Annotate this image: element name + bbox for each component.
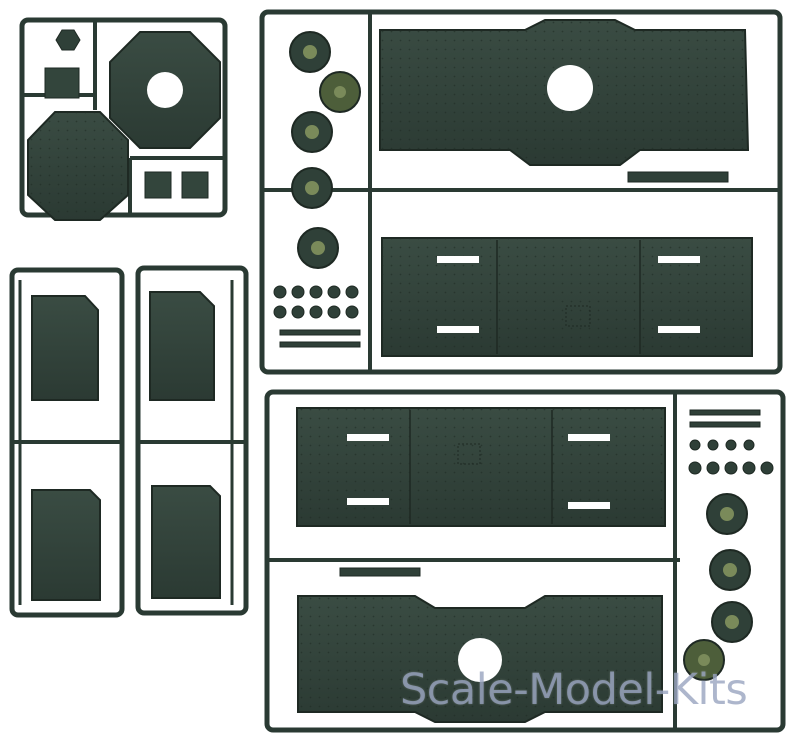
- wheel-group-upper: [289, 31, 361, 269]
- vision-slit-2: [437, 326, 479, 333]
- vision-slit-7: [568, 434, 610, 441]
- roof-turret-ring: [547, 65, 593, 111]
- side-hatch-lower: [457, 443, 481, 465]
- vision-slit-6: [347, 498, 389, 505]
- cupola-part: [55, 29, 81, 51]
- door-panel-2: [31, 489, 101, 601]
- hatch-part: [44, 67, 80, 99]
- sprue-frame-turret: [19, 17, 228, 221]
- wheel-group-lower: [683, 493, 753, 681]
- sprue-frame-hull-upper: [259, 9, 783, 375]
- sprue-frame-doors-left: [9, 267, 125, 618]
- small-plate-1: [144, 171, 172, 199]
- floor-opening: [458, 638, 502, 682]
- vision-slit-4: [658, 326, 700, 333]
- door-panel-1: [31, 295, 99, 401]
- watermark-text: Scale-Model-Kits: [400, 665, 748, 715]
- sprue-frame-doors-right: [135, 265, 249, 616]
- door-panel-4: [151, 485, 221, 599]
- turret-hatch-opening: [147, 72, 183, 108]
- axle-part: [627, 171, 729, 183]
- vision-slit-8: [568, 502, 610, 509]
- small-plate-2: [181, 171, 209, 199]
- small-parts-lower: [688, 409, 774, 475]
- vision-slit-5: [347, 434, 389, 441]
- side-hatch-upper: [565, 305, 591, 327]
- small-parts-upper: [273, 285, 361, 348]
- vision-slit-1: [437, 256, 479, 263]
- vision-slit-3: [658, 256, 700, 263]
- axle-part-lower: [339, 567, 421, 577]
- sprue-frame-hull-lower: [264, 389, 786, 733]
- door-panel-3: [149, 291, 215, 401]
